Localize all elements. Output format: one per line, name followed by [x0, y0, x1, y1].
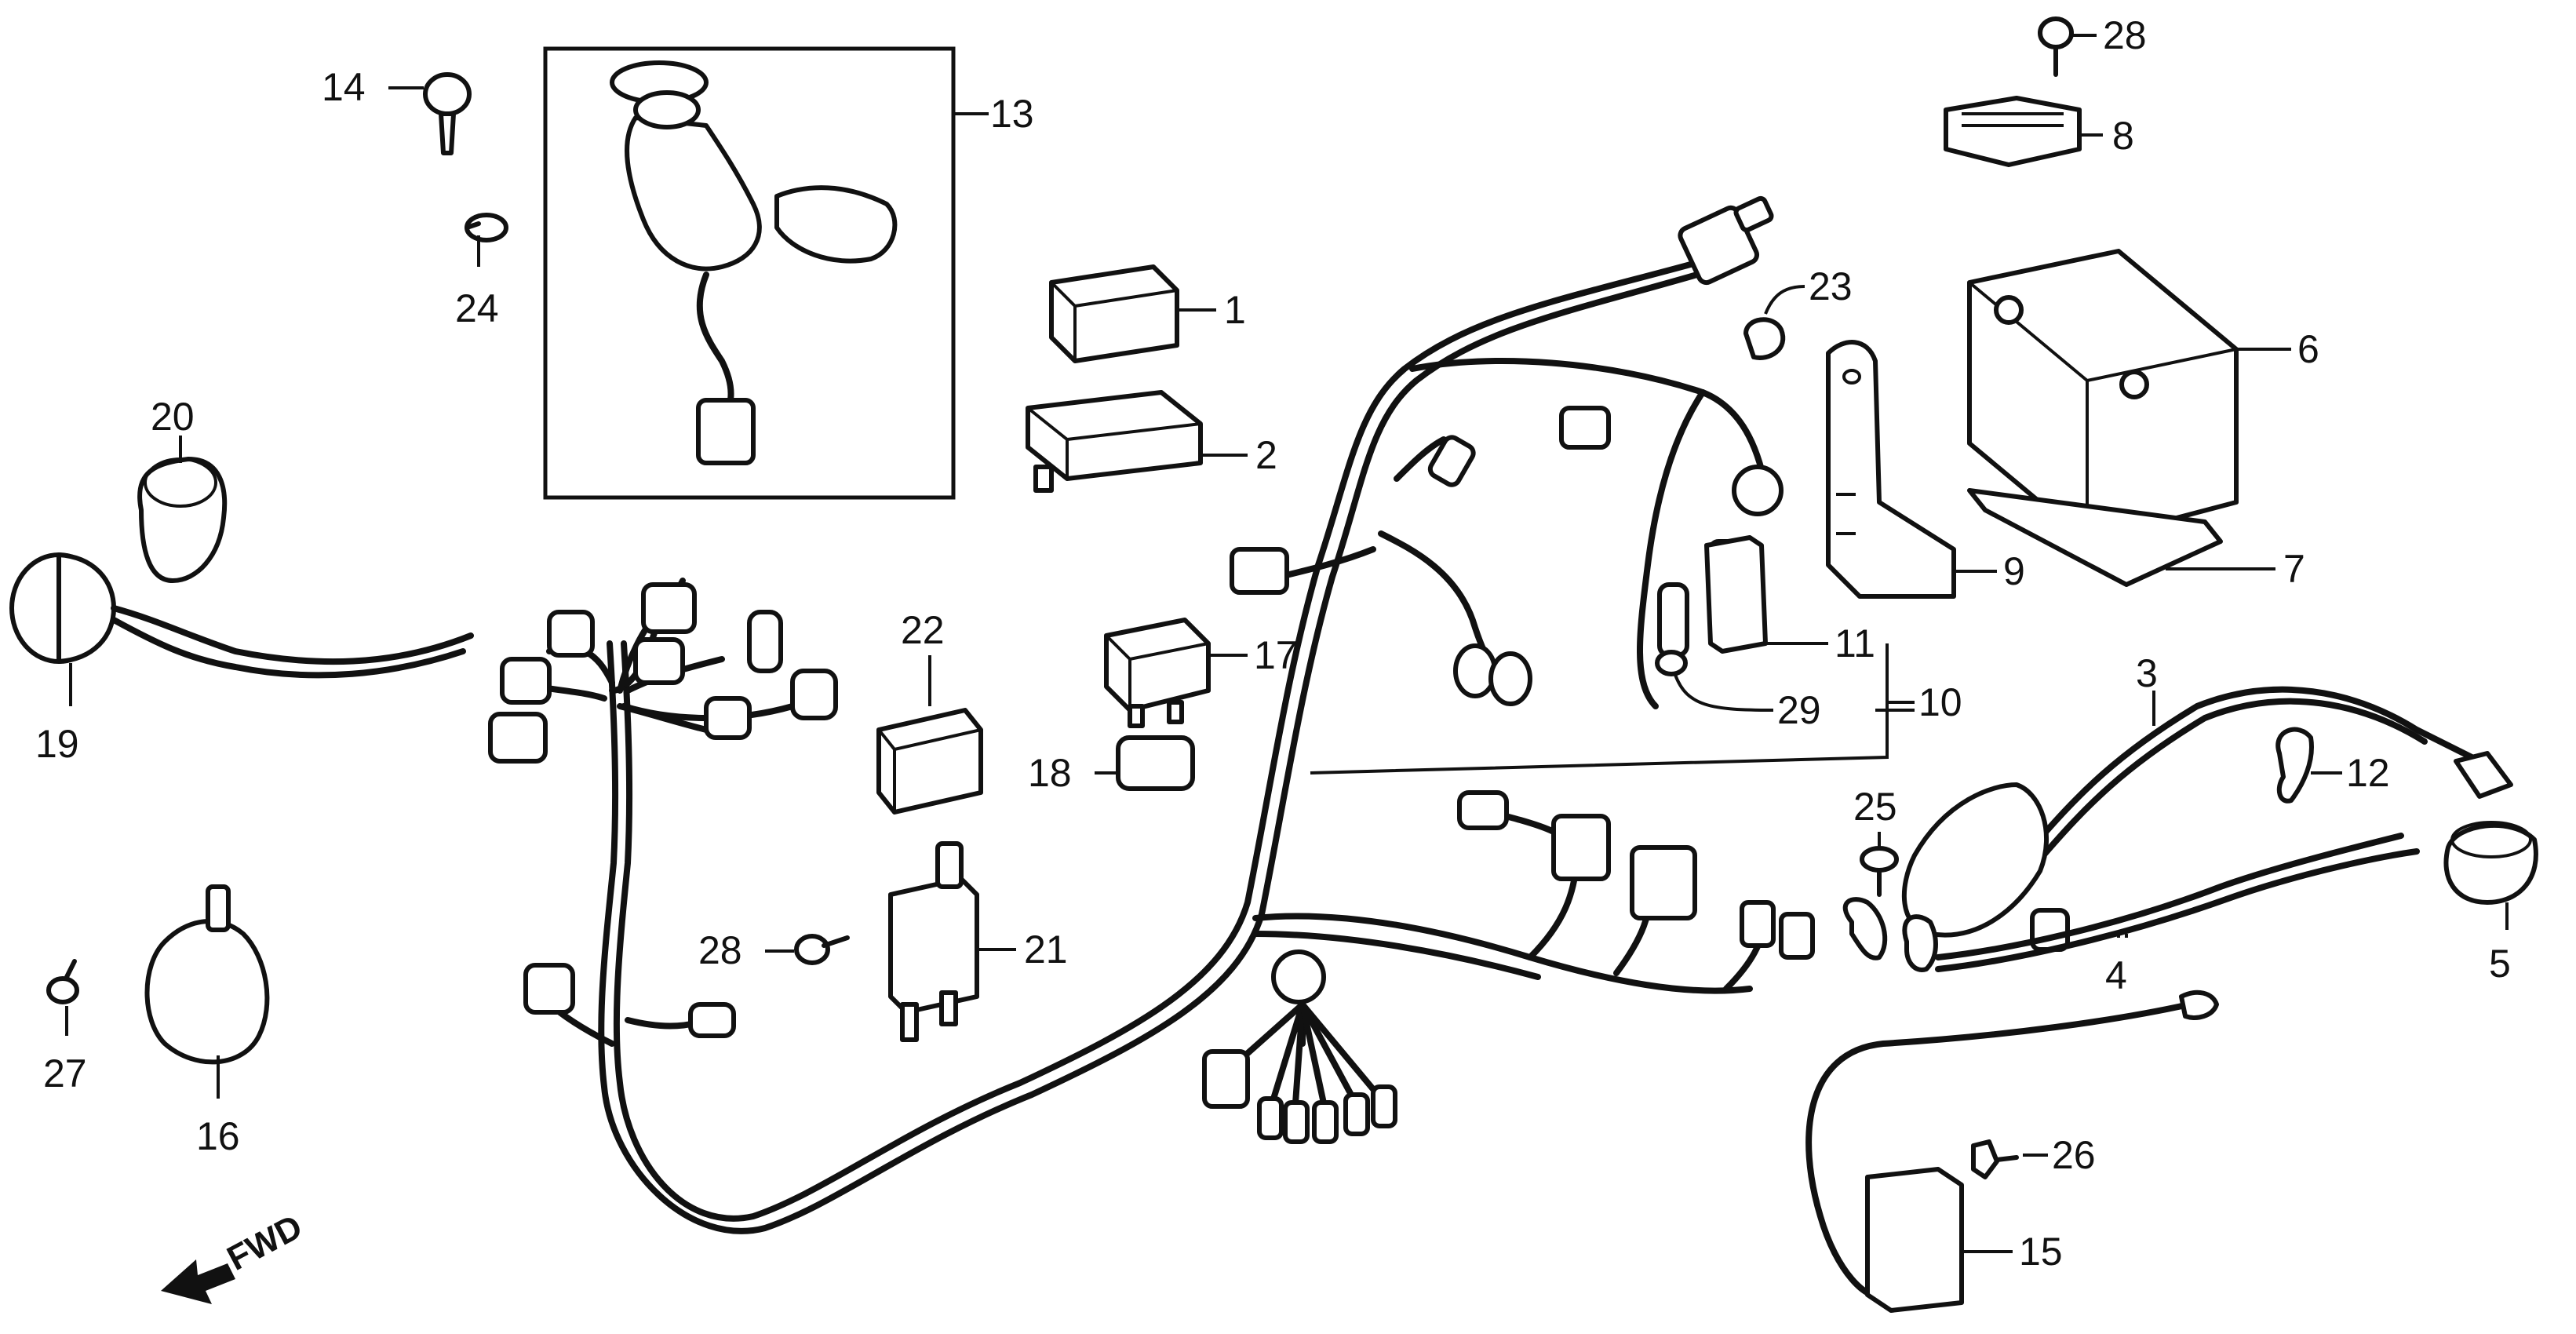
- callout-24: 24: [455, 286, 499, 330]
- callout-2: 2: [1255, 433, 1277, 477]
- fwd-label: FWD: [221, 1208, 308, 1278]
- part-4: 4: [1842, 782, 2420, 997]
- callout-10: 10: [1918, 680, 1962, 724]
- callout-5: 5: [2489, 942, 2511, 986]
- part-29: 29: [1674, 674, 1915, 732]
- part-28-upper: 28: [2038, 13, 2147, 77]
- callout-4: 4: [2105, 953, 2127, 997]
- part-23: 23: [1743, 264, 1853, 360]
- part-1: 1: [1049, 264, 1246, 363]
- part-18: 18: [1028, 735, 1195, 795]
- part-12: 12: [2275, 727, 2390, 804]
- callout-21: 21: [1024, 928, 1068, 971]
- part-15: 15: [1805, 990, 2219, 1313]
- part-11: 11: [1655, 535, 1875, 676]
- part-16: 16: [144, 884, 270, 1158]
- callout-26: 26: [2052, 1133, 2096, 1177]
- callout-19: 19: [35, 722, 79, 766]
- callout-8: 8: [2112, 114, 2134, 158]
- callout-13: 13: [990, 92, 1034, 136]
- callout-22: 22: [901, 608, 945, 652]
- part-10: 10: [1310, 643, 1962, 775]
- part-21: 21: [888, 841, 1068, 1042]
- callout-23: 23: [1809, 264, 1853, 308]
- forward-direction-indicator: FWD: [161, 1208, 308, 1304]
- forward-arrow-icon: [161, 1259, 235, 1304]
- part-25: 25: [1853, 785, 1899, 897]
- part-27: 27: [43, 959, 87, 1095]
- part-14: 14: [322, 65, 472, 155]
- part-28-lower: 28: [698, 928, 850, 972]
- callout-12: 12: [2346, 751, 2390, 795]
- part-22: 22: [876, 608, 983, 815]
- callout-14: 14: [322, 65, 366, 109]
- callout-27: 27: [43, 1052, 87, 1095]
- part-6: 6: [1967, 249, 2319, 544]
- part-19: 19: [9, 552, 474, 766]
- part-24: 24: [455, 213, 508, 330]
- callout-3: 3: [2136, 651, 2158, 695]
- callout-29: 29: [1777, 688, 1821, 732]
- callout-18: 18: [1028, 751, 1072, 795]
- callout-28b: 28: [2103, 13, 2147, 57]
- part-8: 8: [1944, 96, 2134, 167]
- part-2: 2: [1026, 390, 1277, 493]
- callout-15: 15: [2019, 1230, 2063, 1274]
- part-3: 3: [2029, 651, 2513, 862]
- callout-6: 6: [2297, 327, 2319, 371]
- callout-1: 1: [1224, 288, 1246, 332]
- callout-7: 7: [2283, 547, 2305, 591]
- part-20: 20: [137, 395, 228, 583]
- part-9: 9: [1826, 340, 2025, 599]
- callout-17: 17: [1254, 633, 1298, 677]
- part-7: 7: [1967, 488, 2305, 591]
- callout-25: 25: [1853, 785, 1897, 829]
- callout-16: 16: [196, 1114, 240, 1158]
- callout-9: 9: [2003, 549, 2025, 593]
- callout-28: 28: [698, 928, 742, 972]
- part-17: 17: [1104, 618, 1298, 728]
- callout-20: 20: [151, 395, 195, 439]
- callout-11: 11: [1835, 621, 1875, 665]
- part-26: 26: [1971, 1133, 2096, 1179]
- part-5: 5: [2443, 821, 2538, 986]
- part-13: 13: [543, 46, 1034, 500]
